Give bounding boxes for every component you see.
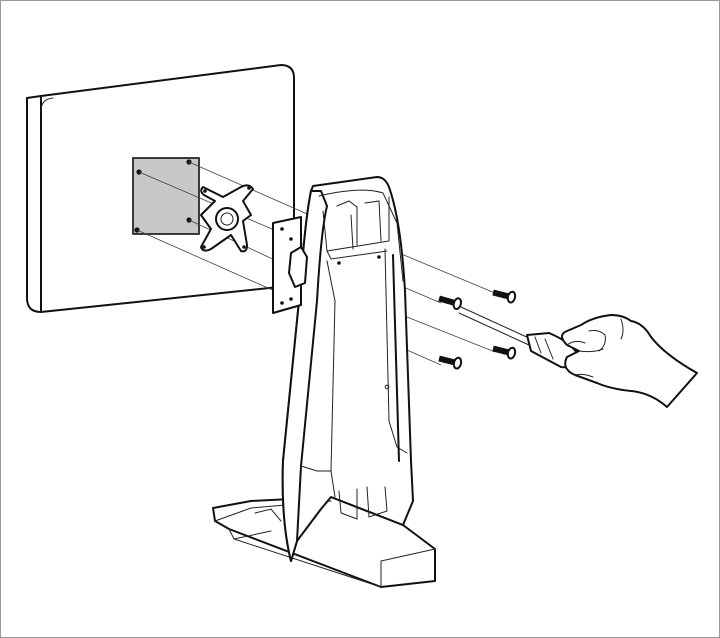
screw-icon: [438, 289, 517, 370]
screwdriver-icon: [458, 306, 580, 369]
hand-icon: [561, 314, 698, 408]
star-adapter-icon: [200, 184, 254, 253]
vesa-mount-plate-icon: [132, 157, 200, 235]
monitor-stand-icon: [212, 176, 436, 588]
